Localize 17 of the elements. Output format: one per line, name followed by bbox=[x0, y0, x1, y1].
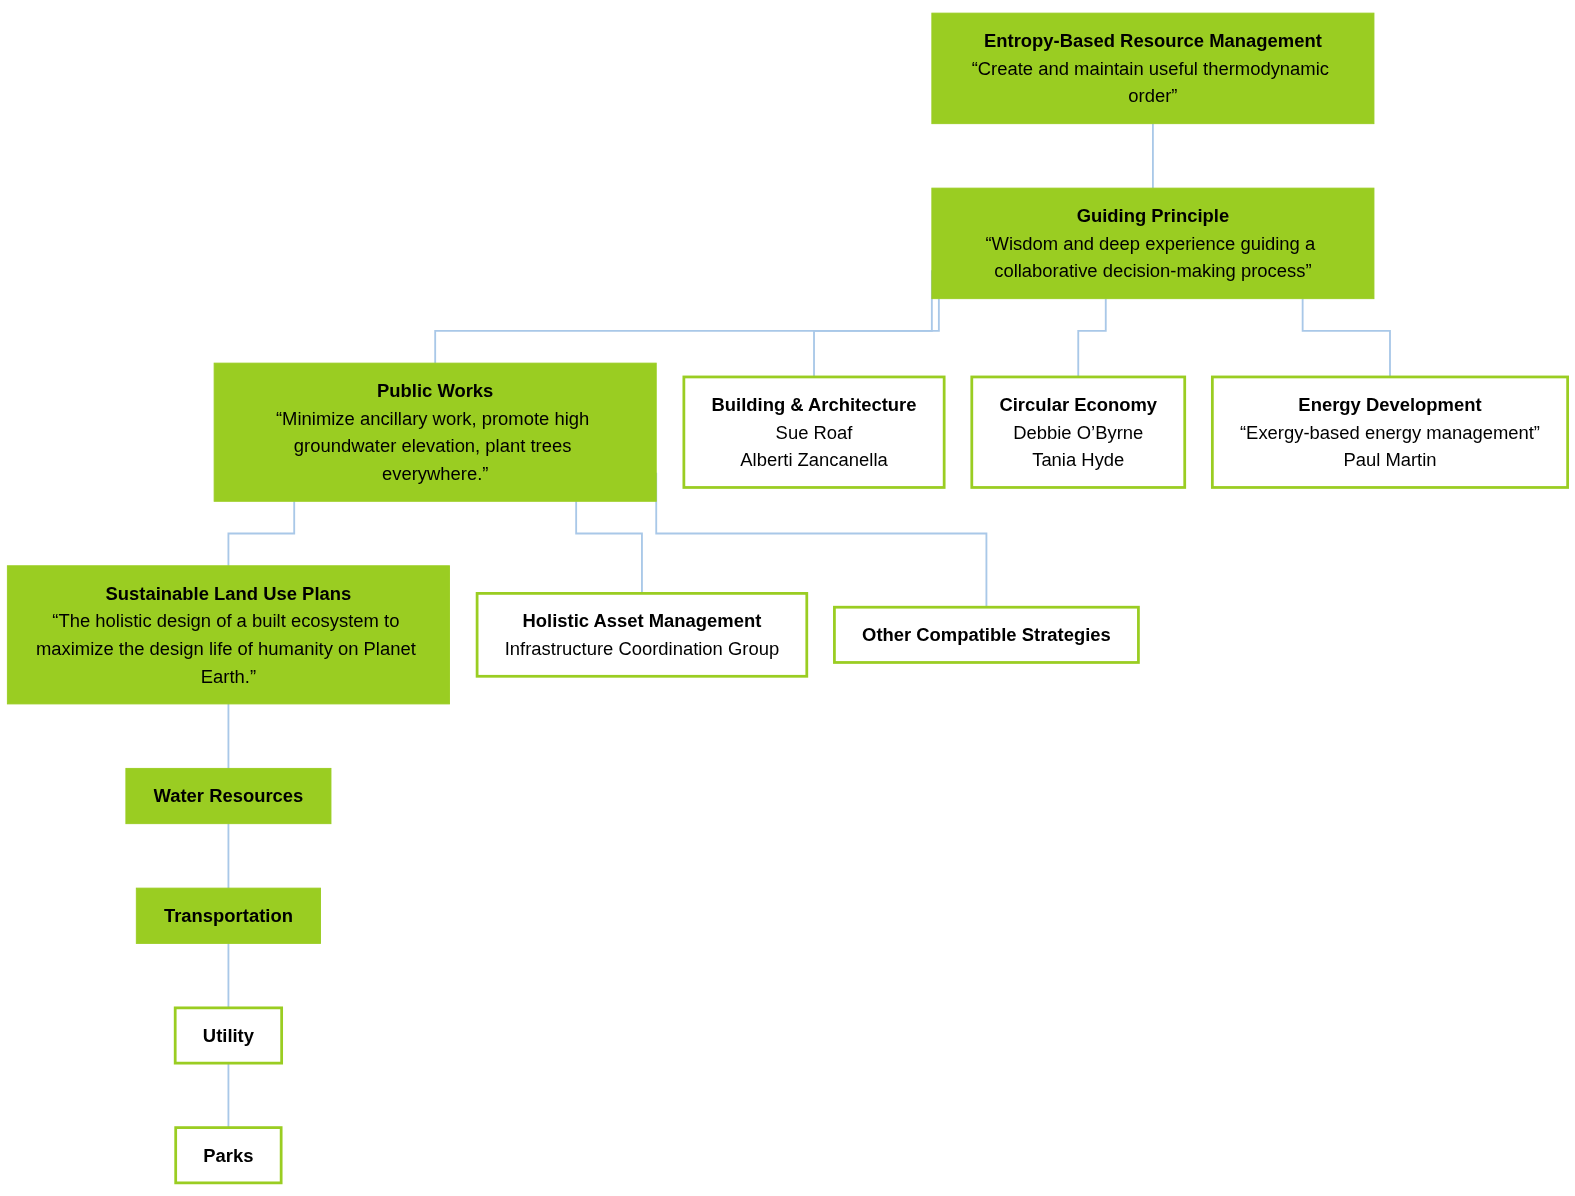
node-box: Utility bbox=[173, 1006, 283, 1065]
node-box: Transportation bbox=[135, 887, 321, 944]
node-box: Circular Economy Debbie O’Byrne Tania Hyde bbox=[970, 375, 1187, 489]
node-box: Public Works “Minimize ancillary work, promote high groundwater elevation, plant trees everywhere.” bbox=[213, 362, 657, 502]
node-box: Parks bbox=[174, 1126, 283, 1185]
node-box: Other Compatible Strategies bbox=[833, 605, 1140, 664]
node-box: Holistic Asset Management Infrastructure Coordination Group bbox=[475, 592, 809, 678]
node-box: Sustainable Land Use Plans “The holistic design of a built ecosystem to maximize the design life of humanity on Planet Earth.” bbox=[6, 565, 450, 705]
connector bbox=[1152, 122, 1154, 190]
connector bbox=[227, 822, 230, 890]
node-box: Water Resources bbox=[125, 767, 332, 825]
node-box: Entropy-Based Resource Management “Create and maintain useful thermodynamic order” bbox=[931, 12, 1375, 125]
node-box: Building & Architecture Sue Roaf Alberti Zancanella bbox=[682, 375, 946, 489]
node-box: Energy Development “Exergy-based energy management” Paul Martin bbox=[1210, 375, 1569, 489]
connector bbox=[227, 703, 230, 770]
connector bbox=[227, 500, 296, 567]
node-box: Guiding Principle “Wisdom and deep experience guiding a collaborative decision-making process” bbox=[931, 187, 1375, 300]
